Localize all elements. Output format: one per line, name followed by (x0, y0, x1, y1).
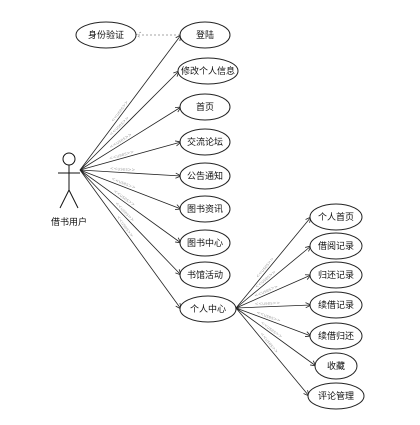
use-case-library-events[interactable]: 书馆活动 (179, 261, 231, 289)
use-case-label: 续借记录 (318, 299, 354, 311)
use-case-ellipse (179, 162, 231, 190)
use-case-ellipse (179, 229, 231, 257)
actor-group: 借书用户 (51, 152, 87, 228)
use-case-label: 修改个人信息 (181, 65, 235, 77)
use-case-personal-center[interactable]: 个人中心 (179, 295, 237, 323)
use-case-book-center[interactable]: 图书中心 (179, 229, 231, 257)
forum-association (79, 141, 182, 171)
use-case-label: 登陆 (196, 29, 214, 41)
use-case-ellipse (309, 322, 363, 350)
use-case-comment-management[interactable]: 评论管理 (307, 382, 365, 410)
use-case-login[interactable]: 登陆 (179, 21, 231, 49)
renew-records-association (235, 304, 312, 309)
use-case-label: 个人中心 (190, 303, 226, 315)
use-case-ellipse (179, 128, 231, 156)
use-case-renew-return[interactable]: 续借归还 (309, 322, 363, 350)
use-case-label: 图书中心 (187, 237, 223, 249)
use-case-book-info[interactable]: 图书资讯 (179, 195, 231, 223)
library-events-association (79, 169, 182, 276)
forum-stereotype-label: <<uses>> (109, 149, 135, 162)
use-case-label: 个人首页 (318, 211, 354, 223)
use-case-ellipse (179, 295, 237, 323)
actor-label: 借书用户 (51, 216, 87, 228)
use-case-ellipse (179, 261, 231, 289)
comment-management-association (235, 307, 310, 397)
use-case-ellipse (179, 21, 231, 49)
use-case-label: 借阅记录 (318, 240, 354, 252)
use-case-ellipse (309, 291, 363, 319)
use-case-personal-home[interactable]: 个人首页 (309, 203, 363, 231)
use-case-label: 书馆活动 (187, 269, 223, 281)
use-case-edit-profile[interactable]: 修改个人信息 (177, 57, 239, 85)
use-case-favorites[interactable]: 收藏 (314, 352, 358, 380)
use-case-ellipse (179, 93, 231, 121)
actor-head (62, 152, 76, 166)
notice-stereotype-label: <<uses>> (110, 166, 136, 174)
book-info-association (79, 169, 182, 210)
use-case-label: 交流论坛 (187, 136, 223, 148)
borrow-records-association (235, 245, 312, 309)
use-case-auth[interactable]: 身份验证 (75, 21, 137, 49)
use-case-label: 评论管理 (318, 390, 354, 402)
use-case-label: 收藏 (327, 360, 345, 372)
return-records-association (235, 274, 312, 309)
use-case-ellipse (314, 352, 358, 380)
edit-profile-association (79, 70, 180, 171)
use-case-borrow-records[interactable]: 借阅记录 (309, 232, 363, 260)
use-case-ellipse (179, 195, 231, 223)
use-case-ellipse (307, 382, 365, 410)
use-case-label: 图书资讯 (187, 204, 223, 215)
notice-association (79, 169, 182, 177)
use-case-renew-records[interactable]: 续借记录 (309, 291, 363, 319)
book-center-association (79, 169, 182, 244)
use-case-ellipse (177, 57, 239, 85)
personal-center-association (79, 169, 182, 310)
use-case-ellipse (309, 203, 363, 231)
renew-records-stereotype-label: <<uses>> (255, 300, 281, 307)
renew-return-association (235, 307, 312, 337)
use-case-label: 公告通知 (187, 170, 223, 182)
stick-figure-icon[interactable] (58, 152, 80, 209)
use-case-label: 续借归还 (318, 330, 354, 342)
use-case-label: 首页 (196, 101, 214, 113)
use-case-home[interactable]: 首页 (179, 93, 231, 121)
use-case-label: 归还记录 (318, 269, 354, 281)
use-case-forum[interactable]: 交流论坛 (179, 128, 231, 156)
use-case-notice[interactable]: 公告通知 (179, 162, 231, 190)
personal-home-association (235, 216, 312, 309)
favorites-association (235, 307, 317, 367)
use-case-return-records[interactable]: 归还记录 (309, 261, 363, 289)
home-association (79, 106, 182, 171)
login-association (79, 34, 182, 171)
use-case-ellipse (75, 21, 137, 49)
use-case-label: 身份验证 (88, 29, 124, 41)
use-case-ellipse (309, 232, 363, 260)
use-case-ellipse (309, 261, 363, 289)
actor-limb (59, 189, 70, 209)
actor-limb (68, 189, 79, 209)
